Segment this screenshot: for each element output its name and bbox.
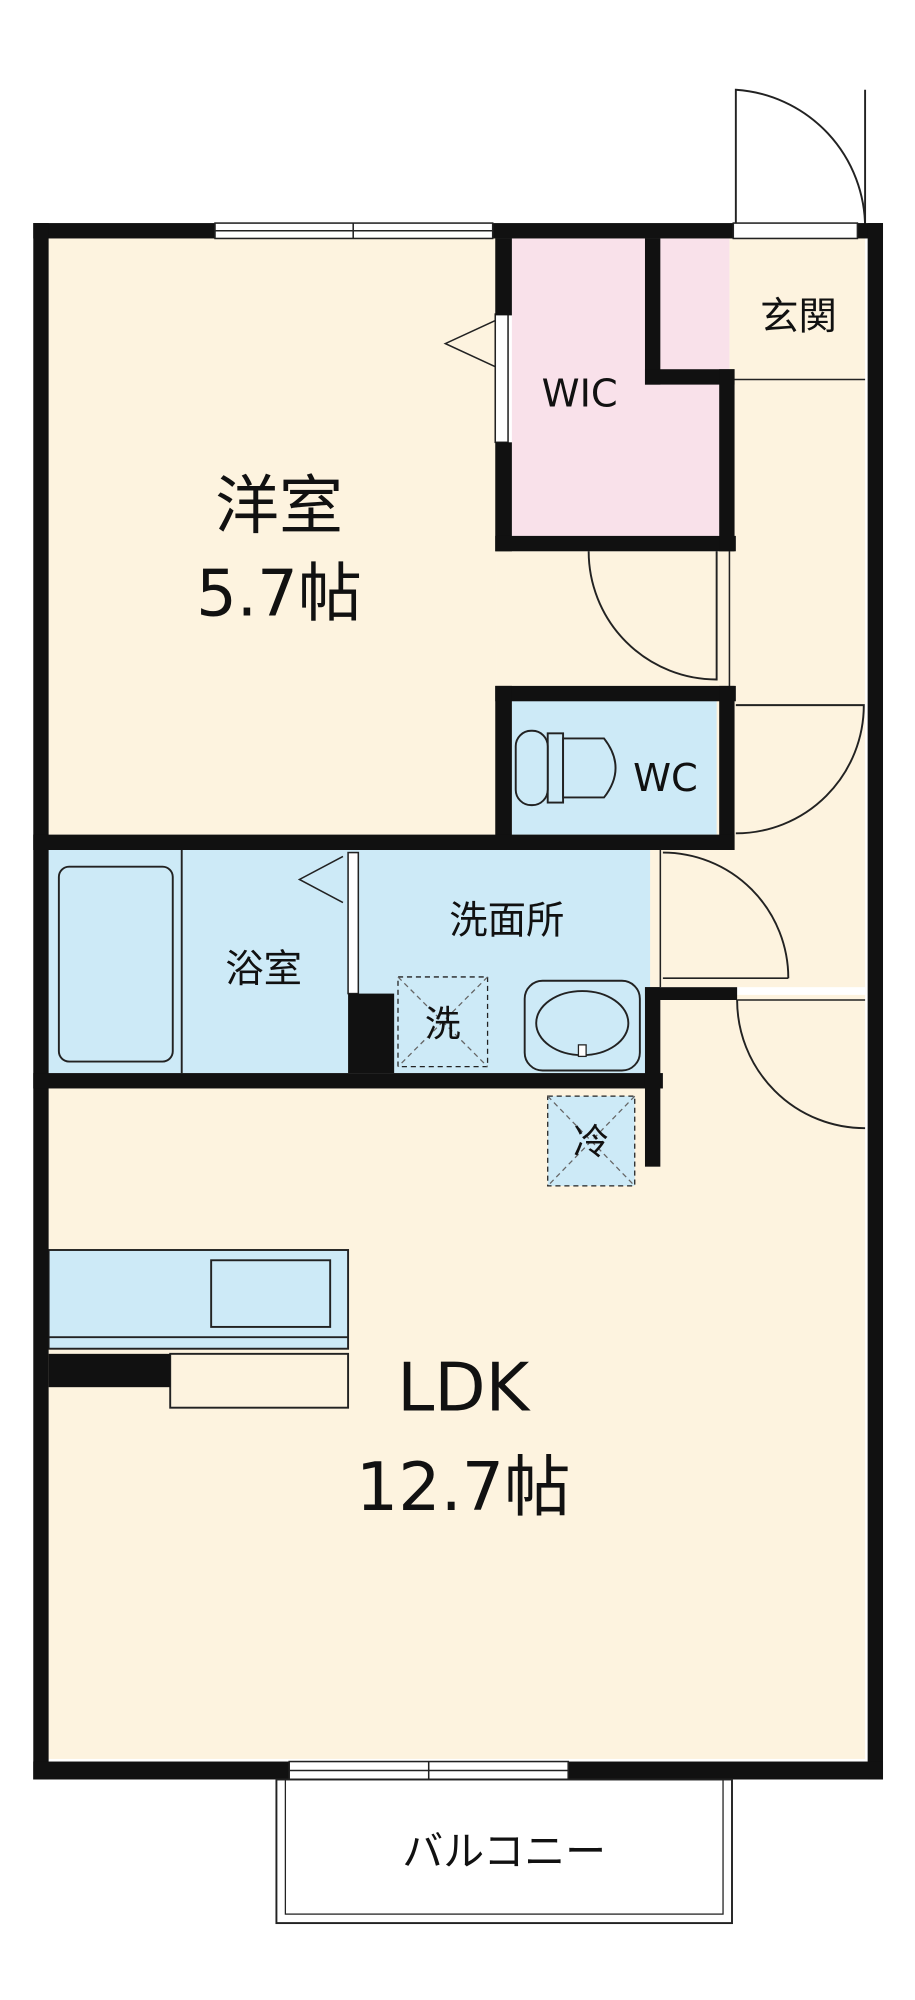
fridge-space-label: 冷 <box>573 1122 609 1163</box>
western-door-swing <box>587 551 718 681</box>
wash-basin-drain <box>577 1044 587 1058</box>
toilet-seat-frame <box>514 729 549 807</box>
washer-space-label: 洗 <box>425 1004 461 1045</box>
kitchen-sink <box>210 1259 332 1328</box>
toilet-bowl <box>562 737 617 799</box>
ldk-label: LDK <box>397 1348 531 1426</box>
entrance-floor <box>729 238 866 559</box>
balcony-label: バルコニー <box>402 1827 606 1875</box>
wic-label: WIC <box>542 371 618 416</box>
wic-floor <box>511 238 730 536</box>
ldk-floor <box>48 1087 866 1759</box>
washer-space-diagonal-b <box>397 976 489 1068</box>
ldk-floor-upper-right <box>650 994 866 1098</box>
western-room-size: 5.7帖 <box>196 557 362 631</box>
western-room-floor <box>48 238 497 835</box>
washroom-door-swing <box>662 851 790 979</box>
fridge-space-diagonal-b <box>547 1095 636 1187</box>
ldk-size: 12.7帖 <box>356 1448 571 1526</box>
kitchen-wall-block <box>48 1353 171 1388</box>
toilet-label: WC <box>633 756 698 801</box>
bathtub <box>57 865 174 1063</box>
balcony-outline <box>275 1778 733 1925</box>
fridge-space-diagonal-a <box>547 1095 636 1187</box>
washroom-label: 洗面所 <box>449 898 564 943</box>
wic-door-indicator <box>443 319 496 368</box>
ldk-door-swing <box>736 999 866 1130</box>
walls <box>33 223 884 1780</box>
bathroom-sliding-door <box>347 851 360 995</box>
western-room-label: 洋室 <box>215 470 343 544</box>
bathroom-door-indicator <box>297 855 344 904</box>
entrance-door-swing <box>734 88 867 229</box>
entrance-label: 玄関 <box>760 294 837 339</box>
kitchen-cabinet <box>169 1352 350 1409</box>
toilet-tank <box>546 732 565 804</box>
wic-sliding-door <box>494 313 509 444</box>
balcony-inner-rail <box>284 1778 724 1915</box>
toilet-door-swing <box>735 704 865 835</box>
windows <box>214 222 859 1781</box>
bathroom-label: 浴室 <box>225 947 302 992</box>
